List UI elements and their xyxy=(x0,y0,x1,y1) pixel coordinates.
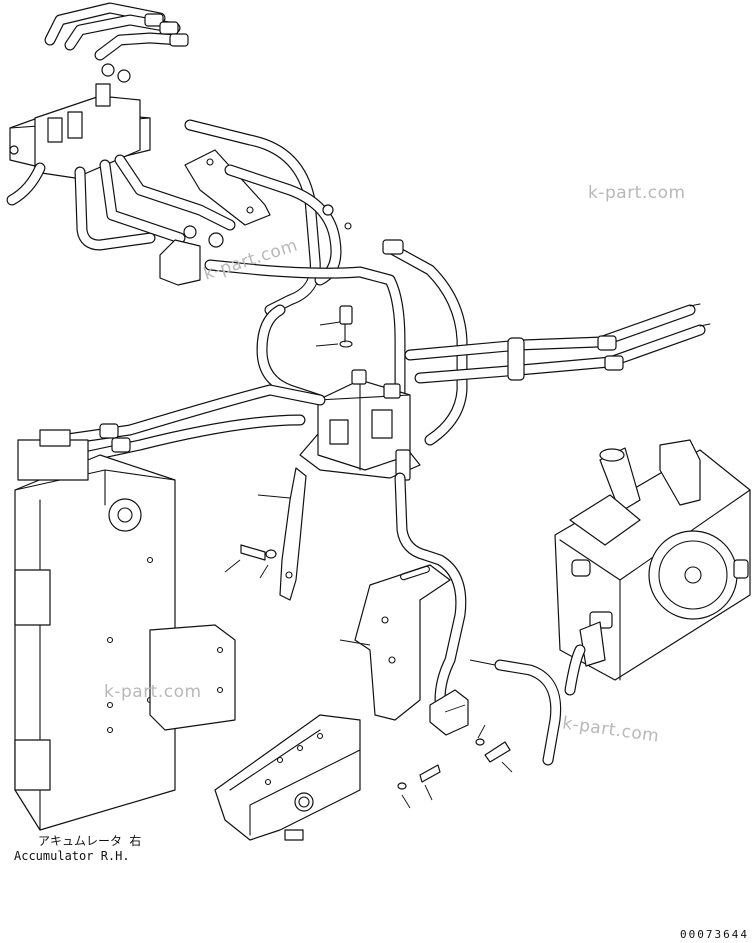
lower-bracket-plate xyxy=(354,564,469,736)
leader-lines xyxy=(224,321,513,809)
upper-hoses xyxy=(184,119,468,466)
watermark: k-part.com xyxy=(104,682,202,702)
left-accumulator xyxy=(14,429,236,831)
central-manifold xyxy=(299,305,421,481)
lower-tray xyxy=(214,714,361,841)
upper-bracket xyxy=(159,149,271,286)
fasteners xyxy=(240,544,511,790)
top-left-valve-block xyxy=(6,2,236,251)
serial-number: 00073644 xyxy=(680,928,749,941)
right-hoses xyxy=(404,303,711,384)
watermark: k-part.com xyxy=(588,183,686,203)
caption-japanese: アキュムレータ 右 xyxy=(38,834,142,848)
right-tank xyxy=(554,439,751,681)
drop-hoses xyxy=(394,472,586,766)
left-hoses xyxy=(54,384,326,466)
stand-bracket xyxy=(279,467,307,601)
caption-english: Accumulator R.H. xyxy=(14,849,130,863)
